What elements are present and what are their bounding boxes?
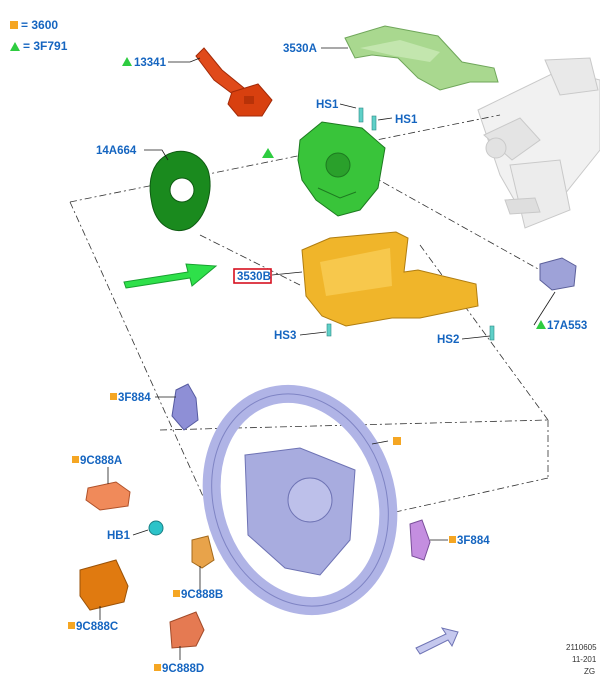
label-3530b: 3530B: [233, 268, 272, 284]
triangle-marker-icon: [262, 148, 274, 158]
label-9c888a-text: 9C888A: [80, 455, 122, 467]
direction-arrow-icon: [123, 263, 218, 289]
label-17a553: 17A553: [536, 320, 587, 332]
switch-9c888c-part: [79, 559, 129, 611]
label-17a553-text: 17A553: [547, 320, 587, 332]
leader-lines: [99, 47, 556, 660]
label-hs2: HS2: [437, 334, 459, 346]
legend-triangle-value: 3F791: [33, 39, 68, 53]
label-9c888b-text: 9C888B: [181, 589, 223, 601]
drawing-ref: ZG: [584, 667, 595, 675]
label-3530a: 3530A: [283, 43, 317, 55]
label-hs1-right: HS1: [395, 114, 418, 126]
legend-square-item: = 3600: [10, 18, 58, 32]
horn-button-hb1-part: [148, 520, 164, 536]
triangle-marker-icon: [10, 42, 20, 51]
lower-shroud-3530b-part: [301, 231, 479, 327]
screw-hs3-icon: [326, 323, 332, 337]
screw-hs1-left-icon: [358, 107, 364, 123]
label-9c888b: 9C888B: [173, 589, 223, 601]
drawing-code: 2110605: [566, 643, 597, 652]
switch-bracket-assembly-part: [297, 121, 386, 217]
label-9c888d-text: 9C888D: [162, 663, 204, 675]
label-9c888d: 9C888D: [154, 663, 204, 675]
label-3f884-top: 3F884: [110, 392, 151, 404]
label-hs3: HS3: [274, 330, 296, 342]
switch-9c888b-part: [191, 535, 215, 569]
drawing-date: 11-201: [572, 655, 597, 664]
switch-3f884-top-part: [171, 383, 199, 431]
switch-3f884-right-part: [409, 519, 431, 561]
legend-triangle-item: = 3F791: [10, 39, 67, 53]
label-3f884-right: 3F884: [449, 535, 490, 547]
label-3f884-right-text: 3F884: [457, 535, 490, 547]
screw-hs1-right-icon: [371, 115, 377, 131]
drawing-reference: 2110605 11-201 ZG: [566, 643, 597, 675]
multifunction-switch-13341-part: [195, 47, 273, 117]
upper-shroud-3530a-part: [344, 25, 499, 91]
switch-17a553-part: [539, 257, 577, 291]
square-marker-icon: [10, 21, 18, 29]
label-9c888c-text: 9C888C: [76, 621, 118, 633]
label-9c888c: 9C888C: [68, 621, 118, 633]
switch-9c888a-part: [85, 481, 131, 511]
label-3530b-text: 3530B: [237, 271, 271, 283]
steering-wheel-part: [202, 384, 398, 616]
screw-hs2-icon: [489, 325, 495, 341]
label-9c888a: 9C888A: [72, 455, 122, 467]
label-13341-text: 13341: [134, 57, 167, 69]
label-3f884-top-text: 3F884: [118, 392, 151, 404]
legend-square-value: 3600: [31, 18, 59, 32]
steering-column-illustration: [477, 57, 600, 229]
clockspring-14a664-part: [149, 150, 211, 231]
label-hs1-left: HS1: [316, 99, 339, 111]
view-direction-arrow-icon: [415, 627, 459, 655]
switch-9c888d-part: [169, 611, 205, 649]
label-13341: 13341: [122, 57, 167, 69]
label-hb1: HB1: [107, 530, 131, 542]
label-14a664: 14A664: [96, 145, 137, 157]
square-marker-wheel-icon: [393, 437, 401, 445]
